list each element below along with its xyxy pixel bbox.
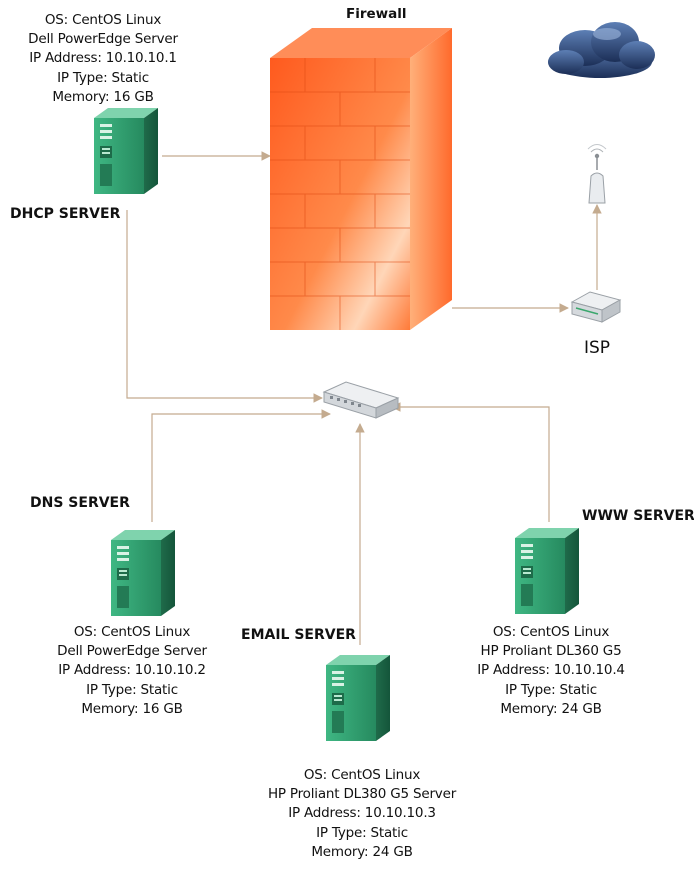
dns-server-title: DNS SERVER <box>30 495 130 511</box>
email-server-title: EMAIL SERVER <box>241 627 356 643</box>
dhcp-ip: IP Address: 10.10.10.1 <box>29 50 177 67</box>
dhcp-memory: Memory: 16 GB <box>52 88 154 105</box>
server-tower-icon <box>515 528 579 614</box>
email-ip-type: IP Type: Static <box>316 824 408 841</box>
dns-ip-type: IP Type: Static <box>86 681 178 698</box>
router-icon <box>570 291 622 323</box>
brick-wall-icon <box>270 28 452 330</box>
dhcp-ip-type: IP Type: Static <box>57 69 149 86</box>
dns-server-info: OS: CentOS Linux Dell PowerEdge Server I… <box>44 623 220 719</box>
connector-lines <box>126 151 602 645</box>
network-switch-icon <box>322 381 400 419</box>
dhcp-server-info: OS: CentOS Linux Dell PowerEdge Server I… <box>14 11 192 107</box>
isp-label: ISP <box>584 338 611 358</box>
email-memory: Memory: 24 GB <box>311 843 413 860</box>
email-server-info: OS: CentOS Linux HP Proliant DL380 G5 Se… <box>252 766 472 862</box>
dns-os: OS: CentOS Linux <box>73 624 191 640</box>
dns-ip: IP Address: 10.10.10.2 <box>58 662 206 679</box>
server-tower-icon <box>111 530 175 616</box>
www-model: HP Proliant DL360 G5 <box>480 643 622 660</box>
firewall-label: Firewall <box>346 6 407 22</box>
connector-dns-switch <box>151 409 331 522</box>
dns-memory: Memory: 16 GB <box>81 700 183 717</box>
www-memory: Memory: 24 GB <box>500 700 602 717</box>
www-os: OS: CentOS Linux <box>492 624 610 640</box>
connector-www-switch <box>391 402 550 522</box>
www-ip: IP Address: 10.10.10.4 <box>477 662 625 679</box>
email-os: OS: CentOS Linux <box>303 767 421 783</box>
antenna-icon <box>587 144 607 204</box>
connector-dhcp-switch <box>126 210 323 403</box>
email-model: HP Proliant DL380 G5 Server <box>267 786 457 803</box>
www-ip-type: IP Type: Static <box>505 681 597 698</box>
www-server-info: OS: CentOS Linux HP Proliant DL360 G5 IP… <box>466 623 636 719</box>
cloud-icon <box>548 22 655 78</box>
server-tower-icon <box>326 655 390 741</box>
dhcp-server-title: DHCP SERVER <box>10 206 121 222</box>
server-tower-icon <box>94 108 158 194</box>
email-ip: IP Address: 10.10.10.3 <box>288 805 436 822</box>
dhcp-os: OS: CentOS Linux <box>44 12 162 28</box>
dns-model: Dell PowerEdge Server <box>57 643 207 660</box>
dhcp-model: Dell PowerEdge Server <box>28 31 178 48</box>
www-server-title: WWW SERVER <box>582 508 694 524</box>
